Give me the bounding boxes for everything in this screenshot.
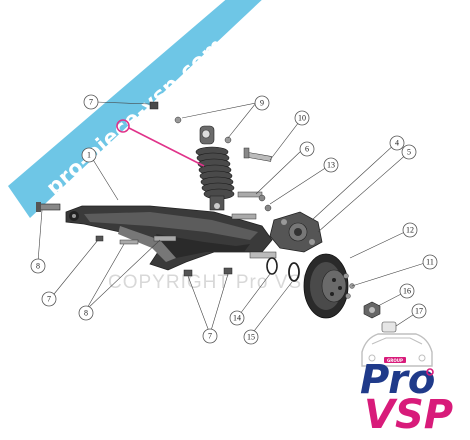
pivot-bolt-left bbox=[36, 202, 61, 212]
callout-8-lower: 8 bbox=[78, 305, 94, 321]
callout-11: 11 bbox=[422, 254, 438, 270]
watermark-text: COPYRIGHT Pro VSP bbox=[108, 272, 316, 293]
callout-label: 8 bbox=[36, 262, 40, 271]
callout-14: 14 bbox=[229, 310, 245, 326]
callout-label: 17 bbox=[415, 307, 423, 316]
callout-5: 5 bbox=[401, 144, 417, 160]
highlight-line bbox=[128, 127, 205, 167]
callout-12: 12 bbox=[402, 222, 418, 238]
banner-stripe bbox=[8, 0, 262, 218]
callout-7-left: 7 bbox=[41, 291, 57, 307]
callout-1: 1 bbox=[81, 147, 97, 163]
callout-label: 11 bbox=[426, 258, 434, 267]
callout-8-left: 8 bbox=[30, 258, 46, 274]
brake-disc bbox=[303, 253, 355, 319]
hub-carrier bbox=[249, 211, 323, 259]
callout-7-top: 7 bbox=[83, 94, 99, 110]
callout-label: 7 bbox=[89, 98, 93, 107]
highlight-circle bbox=[116, 119, 130, 133]
axle-nut bbox=[363, 301, 381, 319]
callout-label: 6 bbox=[305, 145, 309, 154]
logo-accent-dot bbox=[426, 368, 434, 376]
callout-label: 13 bbox=[327, 161, 335, 170]
shock-absorber bbox=[195, 125, 235, 211]
callout-label: 1 bbox=[87, 151, 91, 160]
callout-16: 16 bbox=[399, 283, 415, 299]
callout-label: 16 bbox=[403, 287, 411, 296]
callout-13: 13 bbox=[323, 157, 339, 173]
callout-6: 6 bbox=[299, 141, 315, 157]
callout-9: 9 bbox=[254, 95, 270, 111]
highlight-marker bbox=[116, 119, 205, 167]
callout-17: 17 bbox=[411, 303, 427, 319]
callout-label: 12 bbox=[406, 226, 414, 235]
copyright-watermark: COPYRIGHT Pro VSP bbox=[108, 272, 316, 293]
callout-label: 9 bbox=[260, 99, 264, 108]
logo-word-vsp: VSP bbox=[364, 392, 453, 438]
callout-label: 10 bbox=[298, 114, 306, 123]
callout-label: 7 bbox=[208, 332, 212, 341]
callout-15: 15 bbox=[243, 329, 259, 345]
callout-label: 8 bbox=[84, 309, 88, 318]
group-tag bbox=[384, 357, 406, 363]
logo-word-pro: Pro bbox=[360, 357, 435, 403]
callout-label: 15 bbox=[247, 333, 255, 342]
washers bbox=[266, 257, 300, 282]
pro-vsp-logo: GROUP Pro VSP bbox=[360, 333, 453, 438]
callout-4: 4 bbox=[389, 135, 405, 151]
logo-group-label: GROUP bbox=[387, 358, 403, 363]
hardware bbox=[95, 101, 272, 277]
callout-label: 5 bbox=[407, 148, 411, 157]
callout-label: 14 bbox=[233, 314, 241, 323]
callout-label: 4 bbox=[395, 139, 399, 148]
dust-cap bbox=[381, 321, 397, 333]
callout-10: 10 bbox=[294, 110, 310, 126]
callout-label: 7 bbox=[47, 295, 51, 304]
callout-7-bottom: 7 bbox=[202, 328, 218, 344]
car-silhouette-icon bbox=[361, 333, 433, 367]
